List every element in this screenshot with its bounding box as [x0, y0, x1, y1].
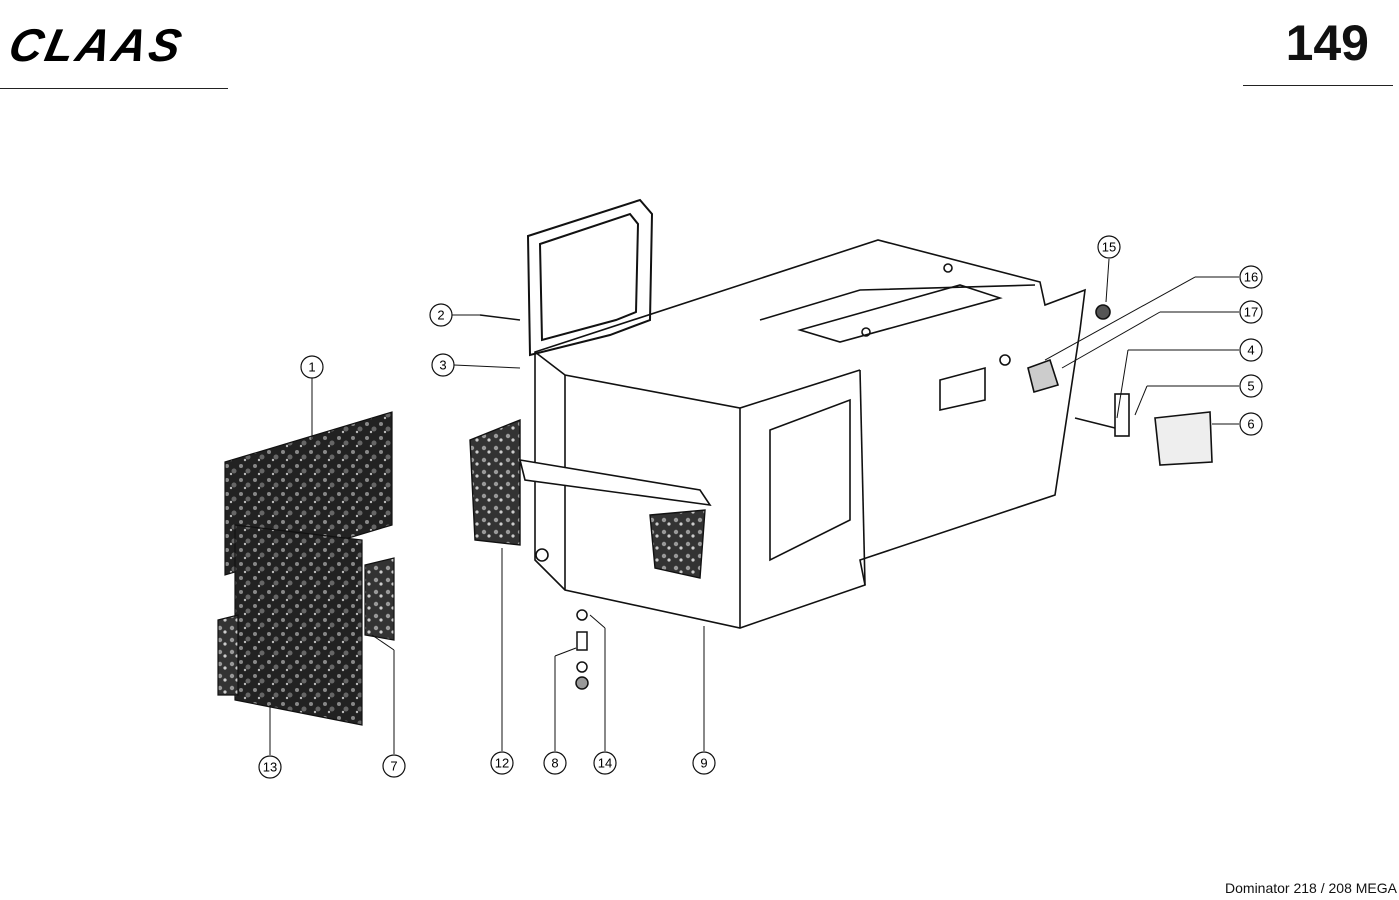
svg-text:14: 14 — [598, 756, 612, 771]
callout-17: 17 — [1239, 300, 1263, 324]
svg-text:3: 3 — [439, 358, 446, 373]
leader-lines — [269, 258, 1239, 755]
callout-4: 4 — [1239, 338, 1263, 362]
svg-text:17: 17 — [1244, 305, 1258, 320]
svg-text:9: 9 — [700, 756, 707, 771]
header-rule-right — [1243, 85, 1393, 86]
svg-text:15: 15 — [1102, 240, 1116, 255]
callout-7: 7 — [382, 754, 406, 778]
page-number: 149 — [1285, 15, 1369, 71]
frame-gasket-part — [526, 198, 654, 357]
callout-14: 14 — [593, 751, 617, 775]
callout-16: 16 — [1239, 265, 1263, 289]
fastener-parts — [479, 314, 589, 690]
svg-text:16: 16 — [1244, 270, 1258, 285]
callout-5: 5 — [1239, 374, 1263, 398]
svg-text:4: 4 — [1247, 343, 1254, 358]
callout-1: 1 — [300, 355, 324, 379]
callout-15: 15 — [1097, 235, 1121, 259]
callout-2: 2 — [429, 303, 453, 327]
svg-text:7: 7 — [390, 759, 397, 774]
svg-text:6: 6 — [1247, 417, 1254, 432]
box-housing-part — [534, 239, 1086, 629]
callout-9: 9 — [692, 751, 716, 775]
svg-text:2: 2 — [437, 308, 444, 323]
mat-parts — [217, 411, 395, 726]
callout-3: 3 — [431, 353, 455, 377]
svg-text:5: 5 — [1247, 379, 1254, 394]
callout-8: 8 — [543, 751, 567, 775]
header-rule-left — [0, 88, 228, 89]
svg-text:8: 8 — [551, 756, 558, 771]
lamp-parts — [999, 304, 1213, 466]
svg-text:1: 1 — [308, 360, 315, 375]
footer-model-label: Dominator 218 / 208 MEGA — [1225, 880, 1397, 896]
handle-part — [469, 418, 712, 579]
svg-text:12: 12 — [495, 756, 509, 771]
callout-12: 12 — [490, 751, 514, 775]
callout-6: 6 — [1239, 412, 1263, 436]
callout-13: 13 — [258, 755, 282, 779]
svg-text:13: 13 — [263, 760, 277, 775]
